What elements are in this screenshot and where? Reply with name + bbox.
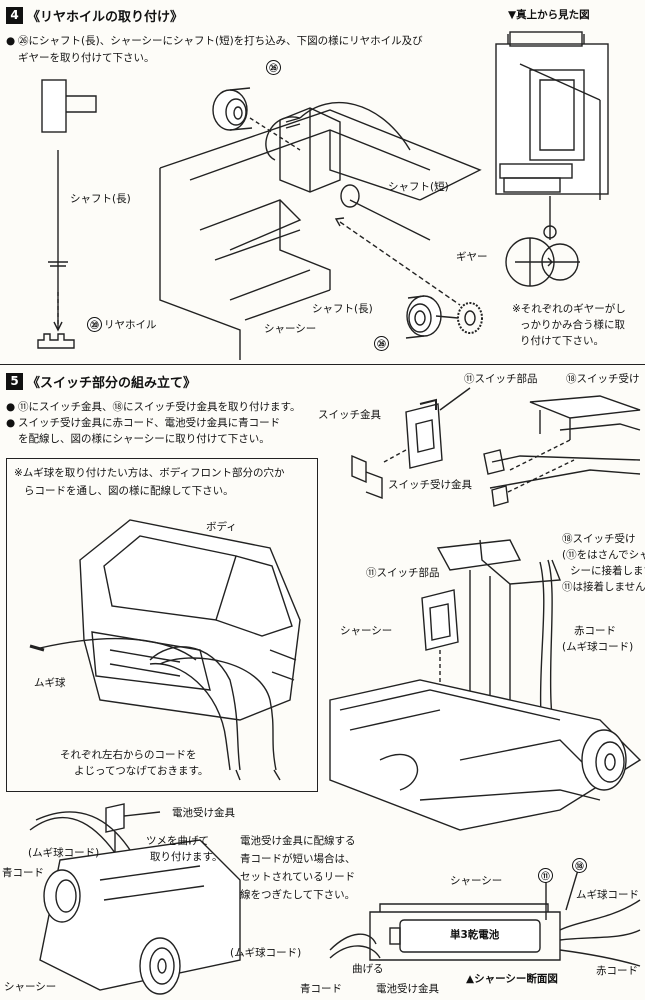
rear-wheel-badge: ⑳	[87, 317, 102, 332]
chassis-label-cross: シャーシー	[450, 875, 503, 887]
cross-part18-badge: ⑱	[572, 858, 587, 873]
mugi-cord-right-label: (ムギ球コード)	[562, 641, 634, 653]
gear-label: ギヤー	[456, 251, 488, 263]
section4-title: 《リヤホイルの取り付け》	[27, 10, 184, 25]
rear-wheel-label: リヤホイル	[104, 319, 157, 331]
shaft-long-label: シャフト(長)	[312, 303, 373, 315]
box-note-2: らコードを通し、図の様に配線して下さい。	[24, 485, 234, 497]
twist-note-2: よじってつなげておきます。	[74, 765, 209, 777]
bottom-note-3: セットされているリード	[240, 871, 356, 883]
section5-instruction-1: ⑪にスイッチ金具、⑱にスイッチ受け金具を取り付けます。	[18, 401, 301, 413]
section5-number: 5	[6, 373, 23, 390]
battery-label: 単3乾電池	[450, 929, 500, 941]
section-divider	[0, 364, 645, 365]
chassis-label-bottom-left: シャーシー	[4, 981, 57, 993]
mugi-cord-middle-label: (ムギ球コード)	[230, 947, 302, 959]
switch-receiver-top-label: ⑱スイッチ受け	[566, 373, 640, 385]
switch-metal-label: スイッチ金具	[318, 409, 381, 421]
mugi-bulb-label: ムギ球	[34, 677, 66, 689]
shaft-short-label: シャフト(短)	[388, 181, 449, 193]
bend-label: 曲げる	[352, 963, 384, 975]
section4-instruction-2: ギヤーを取り付けて下さい。	[18, 52, 155, 64]
no-glue-note: ⑪は接着しません。)	[562, 581, 645, 593]
cross-part11-badge: ⑪	[538, 868, 553, 883]
cross-section-title: ▲シャーシー断面図	[466, 973, 558, 985]
battery-metal-label-middle: 電池受け金具	[376, 983, 439, 995]
mugi-cord-cross-label: ムギ球コード	[576, 889, 639, 901]
pinch-note-1: (⑪をはさんでシャー	[562, 549, 645, 561]
box-note-1: ※ムギ球を取り付けたい方は、ボディフロント部分の穴か	[14, 467, 285, 479]
section5-title: 《スイッチ部分の組み立て》	[27, 376, 197, 391]
gear-note-2: っかりかみ合う様に取	[520, 319, 625, 331]
bottom-note-1: 電池受け金具に配線する	[240, 835, 356, 847]
chassis-label-right: シャーシー	[340, 625, 393, 637]
pinch-note-2: シーに接着します。	[570, 565, 645, 577]
battery-metal-label-left: 電池受け金具	[172, 807, 235, 819]
blue-cord-middle-label: 青コード	[300, 983, 342, 995]
gear-note-3: り付けて下さい。	[520, 335, 604, 347]
switch-receiver-18-label: ⑱スイッチ受け	[562, 533, 636, 545]
bottom-note-4: 線をつぎたして下さい。	[240, 889, 356, 901]
top-view-title: ▼真上から見た図	[508, 9, 590, 21]
section5-bullet-2-icon: ●	[6, 417, 16, 429]
bulb-note-box	[6, 458, 318, 792]
part26-top-badge: ㉖	[266, 60, 281, 75]
section4-header: 4 《リヤホイルの取り付け》	[6, 6, 183, 25]
gear-note-1: ※それぞれのギヤーがし	[512, 303, 626, 315]
section4-bullet-icon: ●	[6, 35, 16, 47]
switch-receiver-metal-label: スイッチ受け金具	[388, 479, 472, 491]
section5-instruction-2b: を配線し、図の様にシャーシーに取り付けて下さい。	[18, 433, 270, 445]
shaft-long-left-label: シャフト(長)	[70, 193, 131, 205]
part26-bottom-badge: ㉖	[374, 336, 389, 351]
switch-part-11-label: ⑪スイッチ部品	[366, 567, 440, 579]
chassis-label-section4: シャーシー	[264, 323, 317, 335]
section5-instruction-2a: スイッチ受け金具に赤コード、電池受け金具に青コード	[18, 417, 281, 429]
bend-tab-1: ツメを曲げて	[146, 835, 209, 847]
bottom-note-2: 青コードが短い場合は、	[240, 853, 356, 865]
section5-bullet-1-icon: ●	[6, 401, 16, 413]
red-cord-label: 赤コード	[574, 625, 616, 637]
switch-part-top-label: ⑪スイッチ部品	[464, 373, 538, 385]
section4-number: 4	[6, 7, 23, 24]
red-cord-cross-label: 赤コード	[596, 965, 638, 977]
body-label: ボディ	[206, 521, 237, 533]
twist-note-1: それぞれ左右からのコードを	[60, 749, 197, 761]
blue-cord-left-label: 青コード	[2, 867, 44, 879]
mugi-cord-left-label: (ムギ球コード)	[28, 847, 100, 859]
section4-instruction-1: ㉖にシャフト(長)、シャーシーにシャフト(短)を打ち込み、下図の様にリヤホイル及…	[18, 35, 423, 47]
section5-header: 5 《スイッチ部分の組み立て》	[6, 372, 196, 391]
section4-illustration	[37, 31, 609, 360]
bend-tab-2: 取り付けます。	[150, 851, 223, 863]
